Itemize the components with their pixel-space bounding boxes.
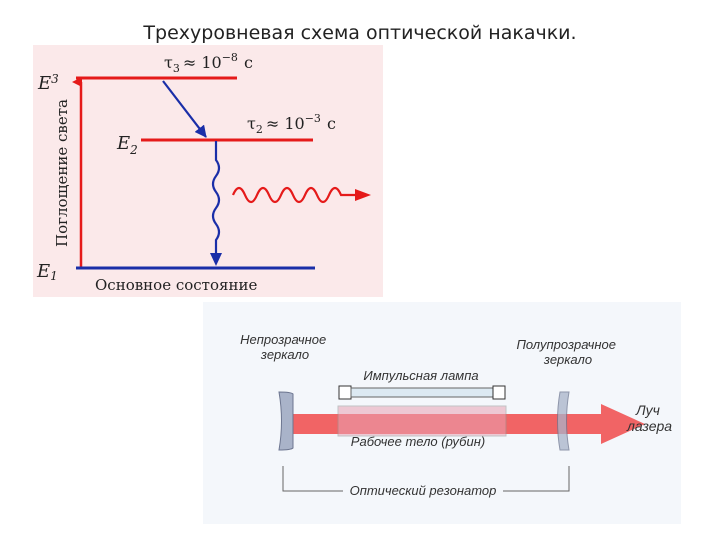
diagram-panel [33, 45, 383, 297]
ruby-rod [337, 405, 507, 437]
level-e2-label: E2 [116, 133, 138, 157]
laser-schematic: Непрозрачное зеркало Полупрозрачное зерк… [203, 302, 681, 524]
emission-transition-arrowhead [210, 253, 222, 266]
emission-transition-wave [211, 141, 221, 253]
laser-beam-label: Луч лазера [626, 402, 672, 434]
relaxation-arrow [162, 80, 207, 138]
flash-lamp [350, 387, 494, 398]
resonator-bracket [282, 466, 570, 492]
opaque-mirror [278, 391, 294, 451]
flash-lamp-end-left [338, 385, 352, 400]
level-e3-label: E3 [37, 72, 59, 94]
slide-title: Трехуровневая схема оптической накачки. [143, 22, 577, 44]
resonator-label: Оптический резонатор [350, 483, 497, 498]
ground-state-label: Основное состояние [95, 276, 257, 294]
level-e1-label: E1 [36, 261, 58, 283]
working-medium-label: Рабочее тело (рубин) [351, 434, 485, 449]
emitted-photon-arrowhead [355, 189, 371, 201]
flash-lamp-end-right [492, 385, 506, 400]
flash-lamp-label: Импульсная лампа [363, 368, 478, 383]
opaque-mirror-label: Непрозрачное зеркало [240, 332, 330, 362]
semi-mirror-label: Полупрозрачное зеркало [516, 337, 619, 367]
semi-transparent-mirror [557, 391, 570, 451]
emitted-photon-wave [231, 186, 355, 204]
absorption-label: Поглощение света [53, 99, 71, 247]
